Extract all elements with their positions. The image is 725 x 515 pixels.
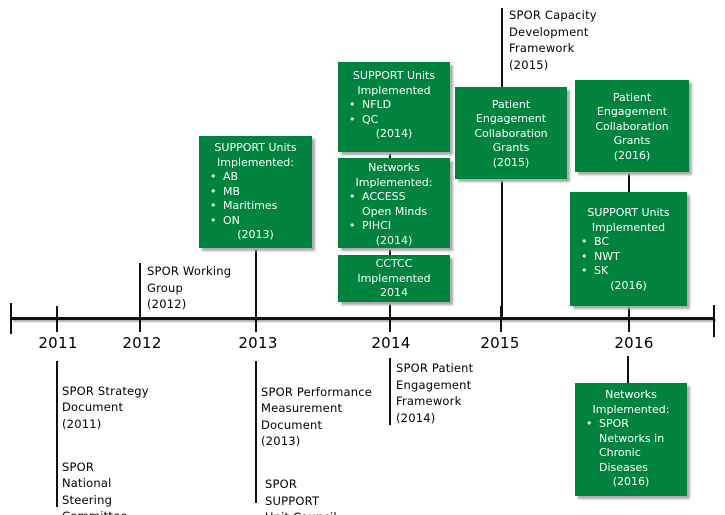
year-label-2011: 2011 (38, 334, 78, 352)
bullet-item: ON (202, 214, 309, 229)
year-label-2013: 2013 (238, 334, 278, 352)
annotation-working-group: SPOR Working Group (2012) (147, 264, 232, 311)
bullet-item: ACCESS Open Minds (341, 190, 447, 219)
connector-2013-below (255, 361, 257, 503)
year-label-2016: 2016 (614, 334, 654, 352)
bullet-item: NWT (573, 250, 684, 265)
bullet-item: NFLD (341, 98, 447, 113)
tick-2014 (389, 306, 391, 332)
bullet-item: BC (573, 235, 684, 250)
connector-2013 (255, 246, 257, 318)
year-label-2014: 2014 (371, 334, 411, 352)
box-title: SUPPORT Units Implemented (587, 206, 670, 234)
annotation-2013-events: SPOR Performance Measurement Document (2… (261, 367, 386, 515)
bullet-item: QC (341, 113, 447, 128)
box-bullet-list: AB MB Maritimes ON (202, 170, 309, 228)
box-year: (2014) (375, 233, 413, 247)
connector-2014-below (389, 358, 391, 425)
bullet-item: SPOR Networks in Chronic Diseases (578, 417, 684, 475)
tick-2016 (628, 306, 630, 332)
bullet-item: SK (573, 264, 684, 279)
timeline-axis (11, 317, 714, 320)
axis-end-tick-right (713, 305, 715, 337)
annotation-steering-committee: SPOR National Steering Committee (2011) (62, 459, 127, 515)
annotation-strategy-document: SPOR Strategy Document (2011) (62, 383, 149, 431)
event-box-networks-2014: Networks Implemented: ACCESS Open Minds … (338, 158, 450, 248)
annotation-performance-document: SPOR Performance Measurement Document (2… (261, 384, 373, 449)
box-title: SUPPORT Units Implemented (352, 69, 436, 97)
connector-2011-below (56, 361, 58, 507)
event-box-networks-2016: Networks Implemented: SPOR Networks in C… (575, 383, 687, 496)
annotation-capacity-framework: SPOR Capacity Development Framework (201… (509, 8, 597, 72)
box-year: (2016) (612, 475, 650, 488)
bullet-item: Maritimes (202, 199, 309, 214)
event-box-support-units-2016: SUPPORT Units Implemented BC NWT SK (201… (570, 192, 687, 306)
bullet-item: MB (202, 185, 309, 200)
box-year: (2013) (237, 228, 274, 241)
box-bullet-list: NFLD QC (341, 98, 447, 127)
bullet-item: AB (202, 170, 309, 185)
event-box-support-units-2014: SUPPORT Units Implemented NFLD QC (2014) (338, 62, 450, 152)
connector-2016-below (627, 356, 629, 388)
tick-2012 (139, 306, 141, 332)
year-label-2015: 2015 (480, 334, 520, 352)
annotation-patient-engagement-framework: SPOR Patient Engagement Framework (2014) (396, 361, 474, 425)
annotation-2011-events: SPOR Strategy Document (2011) SPOR Natio… (62, 366, 172, 515)
annotation-unit-council: SPOR SUPPORT Unit Council (2013) (265, 477, 337, 515)
tick-2013 (255, 306, 257, 332)
year-label-2012: 2012 (122, 334, 162, 352)
connector-2012 (139, 263, 141, 318)
box-bullet-list: ACCESS Open Minds PIHCI (341, 190, 447, 234)
box-title: Networks Implemented: (592, 388, 670, 416)
box-title: SUPPORT Units Implemented: (214, 141, 297, 169)
box-bullet-list: BC NWT SK (573, 235, 684, 279)
axis-end-tick-left (10, 303, 12, 334)
box-year: (2016) (610, 278, 647, 292)
box-title: Networks Implemented: (355, 161, 433, 189)
box-year: (2014) (375, 127, 413, 140)
event-box-cctcc-2014: CCTCC Implemented 2014 (338, 255, 450, 302)
tick-2011 (56, 306, 58, 332)
tick-2015 (500, 306, 502, 332)
event-box-engagement-grants-2016: Patient Engagement Collaboration Grants … (575, 80, 689, 172)
bullet-item: PIHCI (341, 219, 447, 234)
box-bullet-list: SPOR Networks in Chronic Diseases (578, 417, 684, 475)
event-box-support-units-2013: SUPPORT Units Implemented: AB MB Maritim… (199, 136, 312, 248)
event-box-engagement-grants-2015: Patient Engagement Collaboration Grants … (455, 87, 567, 179)
